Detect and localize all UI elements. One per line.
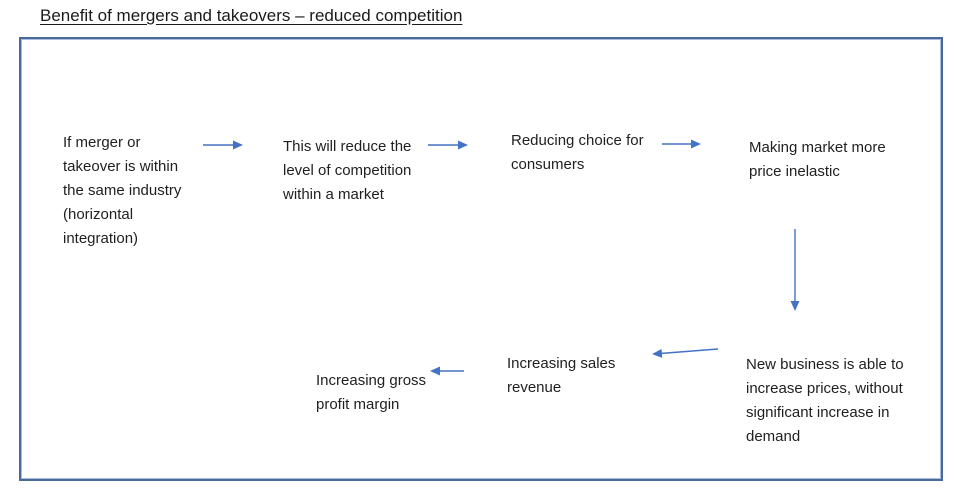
node-reducing-choice: Reducing choice for consumers bbox=[511, 132, 644, 173]
diagram-title: Benefit of mergers and takeovers – reduc… bbox=[40, 6, 463, 25]
node-price-inelastic: Making market more price inelastic bbox=[749, 139, 886, 180]
node-sales-revenue: Increasing sales revenue bbox=[507, 355, 616, 396]
node-reduce-competition: This will reduce the level of competitio… bbox=[283, 138, 412, 203]
node-increase-prices: New business is able to increase prices,… bbox=[746, 356, 904, 445]
node-horizontal-integration: If merger or takeover is within the same… bbox=[63, 134, 182, 247]
arrow-left-icon bbox=[652, 348, 719, 358]
node-gross-profit-margin: Increasing gross profit margin bbox=[316, 372, 427, 413]
diagram-canvas: If merger or takeover is within the same… bbox=[19, 37, 943, 481]
